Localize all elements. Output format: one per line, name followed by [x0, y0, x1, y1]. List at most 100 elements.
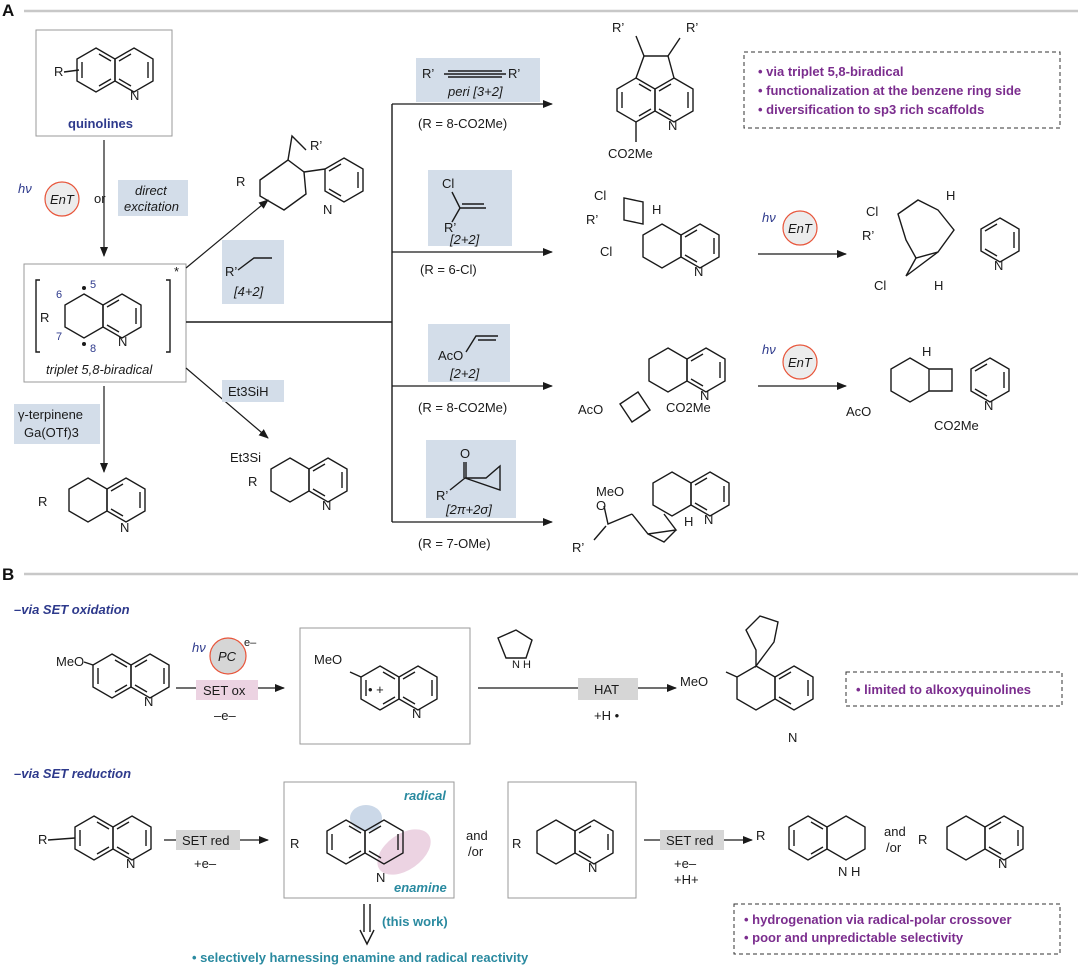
svg-text:CO2Me: CO2Me — [666, 400, 711, 415]
svg-text:AcO: AcO — [438, 348, 463, 363]
bullet-a-0: • via triplet 5,8-biradical — [758, 64, 903, 79]
svg-text:Cl: Cl — [600, 244, 612, 259]
svg-text:N: N — [668, 118, 677, 133]
svg-text:R’: R’ — [444, 220, 456, 235]
bullet-b-1: • poor and unpredictable selectivity — [744, 930, 964, 945]
direct-excitation-box — [118, 180, 188, 216]
svg-text:R: R — [248, 474, 257, 489]
svg-text:MeO: MeO — [56, 654, 84, 669]
biradical-box — [23, 263, 187, 383]
reagent-box-4p2 — [222, 240, 284, 304]
limitation-box — [845, 671, 1063, 707]
dihydroquinoline-b — [946, 815, 1024, 861]
ent-circle-icon — [782, 344, 818, 380]
tetrahydroquinoline — [788, 815, 866, 861]
svg-text:R’: R’ — [422, 66, 434, 81]
reagent-box-vinylacetate — [428, 324, 510, 382]
svg-text:(R = 7-OMe): (R = 7-OMe) — [418, 536, 491, 551]
excited-star: * — [174, 264, 179, 279]
biradical-n: N — [118, 334, 127, 349]
oxidation-title: –via SET oxidation — [14, 602, 130, 617]
svg-text:N: N — [984, 398, 993, 413]
biradical-caption: triplet 5,8-biradical — [46, 362, 153, 377]
quinoline-structure — [76, 47, 154, 93]
svg-text:(R = 6-Cl): (R = 6-Cl) — [420, 262, 477, 277]
radical-anion-box — [283, 781, 455, 899]
svg-text:MeO: MeO — [680, 674, 708, 689]
svg-text:N: N — [412, 706, 421, 721]
biradical-r: R — [40, 310, 49, 325]
svg-text:[2+2]: [2+2] — [449, 232, 480, 247]
ent-circle-icon — [44, 181, 80, 217]
panel-b-label: B — [2, 565, 14, 584]
svg-text:R’: R’ — [310, 138, 322, 153]
pyrazolyl-product — [725, 615, 814, 711]
svg-text:Cl: Cl — [442, 176, 454, 191]
svg-text:peri [3+2]: peri [3+2] — [447, 84, 503, 99]
acenaphthene-product — [616, 35, 694, 142]
bicyclo-product — [593, 471, 730, 543]
svg-text:R’: R’ — [436, 488, 448, 503]
reagent-box-peri32 — [416, 58, 540, 102]
svg-text:N H: N H — [512, 659, 531, 671]
svg-text:R’: R’ — [612, 20, 624, 35]
svg-text:R: R — [38, 494, 47, 509]
radical-cation — [349, 665, 438, 711]
hv-label: hν — [18, 181, 32, 196]
quinolines-box — [35, 29, 173, 137]
svg-text:MeO: MeO — [596, 484, 624, 499]
pyrazole — [497, 629, 533, 659]
bicyclic-42-product — [259, 134, 364, 211]
svg-text:R’: R’ — [586, 212, 598, 227]
svg-text:O: O — [460, 446, 470, 461]
cyclobutane-cl-product — [623, 197, 720, 269]
svg-text:H: H — [684, 514, 693, 529]
r-substituent: R — [54, 64, 63, 79]
svg-text:hν: hν — [762, 210, 776, 225]
svg-text:[2π+2σ]: [2π+2σ] — [445, 502, 492, 517]
enamine-label: enamine — [394, 880, 447, 895]
svg-text:AcO: AcO — [578, 402, 603, 417]
svg-text:MeO: MeO — [314, 652, 342, 667]
n-atom: N — [130, 88, 139, 103]
svg-text:N: N — [694, 264, 703, 279]
radical-label: radical — [404, 788, 446, 803]
svg-text:R’: R’ — [862, 228, 874, 243]
svg-text:AcO: AcO — [846, 404, 871, 419]
svg-text:/or: /or — [468, 844, 484, 859]
svg-text:N: N — [376, 870, 385, 885]
svg-text:R: R — [236, 174, 245, 189]
direct-excitation-line2: excitation — [124, 199, 179, 214]
hat-box — [578, 678, 638, 700]
set-red-box-2 — [660, 830, 724, 850]
svg-text:SET ox: SET ox — [203, 683, 246, 698]
svg-text:R’: R’ — [686, 20, 698, 35]
svg-text:R: R — [918, 832, 927, 847]
svg-text:SET red: SET red — [182, 833, 229, 848]
svg-text:CO2Me: CO2Me — [608, 146, 653, 161]
direct-excitation-line1: direct — [135, 183, 168, 198]
svg-text:/or: /or — [886, 840, 902, 855]
set-ox-box — [196, 680, 258, 700]
svg-text:H: H — [946, 188, 955, 203]
svg-text:hν: hν — [192, 640, 206, 655]
svg-text:EnT: EnT — [788, 221, 813, 236]
svg-text:R: R — [756, 828, 765, 843]
svg-text:N: N — [144, 694, 153, 709]
reagent-box-bcb — [426, 440, 516, 518]
ladderane-aco-product — [890, 357, 1010, 403]
ent-circle-icon — [782, 210, 818, 246]
svg-text:H: H — [922, 344, 931, 359]
svg-text:–e–: –e– — [214, 708, 236, 723]
quinoline-b — [74, 815, 152, 861]
svg-text:N: N — [704, 512, 713, 527]
svg-text:Cl: Cl — [594, 188, 606, 203]
svg-text:+e–: +e– — [674, 856, 697, 871]
svg-text:O: O — [596, 498, 606, 513]
svg-text:N: N — [998, 856, 1007, 871]
svg-text:Ga(OTf)3: Ga(OTf)3 — [24, 425, 79, 440]
svg-text:Cl: Cl — [866, 204, 878, 219]
svg-text:N: N — [588, 860, 597, 875]
svg-text:H: H — [934, 278, 943, 293]
